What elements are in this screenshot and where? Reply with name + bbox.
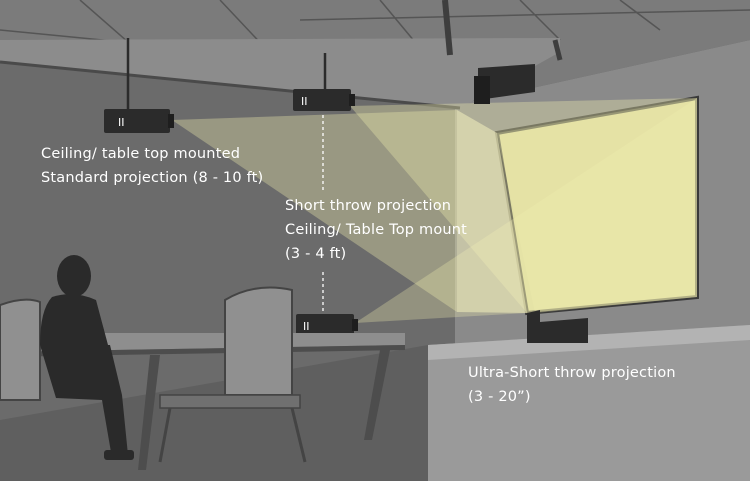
table-leg-left	[138, 355, 160, 470]
standard-projector	[104, 109, 170, 133]
ultra-short-throw-label: Ultra-Short throw projection (3 - 20”)	[468, 361, 676, 409]
chair-right-leg-1	[158, 407, 172, 463]
standard-projection-label: Ceiling/ table top mounted Standard proj…	[41, 142, 263, 190]
standard-projector-lens	[168, 114, 174, 128]
ceiling-ust-lens	[474, 76, 490, 104]
short-throw-table-lens	[352, 319, 358, 331]
chair-left-back	[0, 298, 41, 401]
short-throw-projector-table	[296, 314, 354, 336]
ceiling-ust-projector	[478, 64, 535, 100]
short-throw-label-line1: Short throw projection	[285, 198, 452, 214]
ust-label-line1: Ultra-Short throw projection	[468, 365, 676, 381]
chair-right-seat	[159, 394, 301, 409]
short-throw-label-line2: Ceiling/ Table Top mount	[285, 222, 468, 238]
ust-projector	[527, 310, 588, 343]
stage-platform	[428, 325, 750, 481]
ceiling-rafter-2	[552, 39, 563, 61]
table-leg-right	[364, 350, 390, 440]
short-throw-table-badge: II	[303, 320, 310, 333]
stage-edge	[428, 325, 750, 360]
person-silhouette	[40, 255, 134, 460]
standard-label-line2: Standard projection (8 - 10 ft)	[41, 170, 264, 186]
screen-frame-beam	[457, 110, 527, 313]
chair-right-back	[224, 286, 293, 396]
ceiling-beam	[0, 38, 560, 108]
short-throw-beam-bottom	[355, 98, 697, 323]
short-throw-projector-ceiling	[293, 89, 351, 111]
ust-beam	[497, 98, 697, 313]
ceiling-beam-edge	[0, 60, 461, 110]
standard-label-line1: Ceiling/ table top mounted	[41, 146, 241, 162]
chair-right-leg-2	[290, 407, 307, 463]
standard-projector-badge: II	[118, 116, 125, 129]
ust-label-line2: (3 - 20”)	[468, 389, 531, 405]
short-throw-ceiling-lens	[349, 94, 355, 106]
short-throw-beam-top	[350, 98, 697, 313]
standard-beam	[172, 110, 457, 312]
short-throw-label-line3: (3 - 4 ft)	[285, 246, 347, 262]
ceiling-rafter	[442, 0, 453, 56]
short-throw-ceiling-badge: II	[301, 95, 308, 108]
short-throw-label: Short throw projection Ceiling/ Table To…	[285, 194, 467, 266]
